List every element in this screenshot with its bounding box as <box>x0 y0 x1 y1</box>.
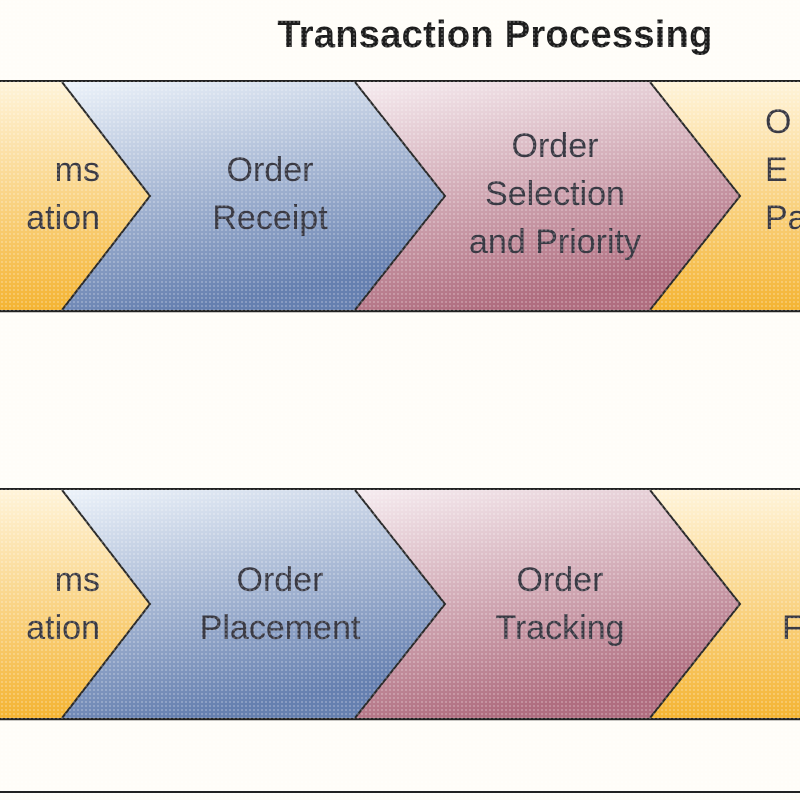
chevron-step-3 <box>355 490 740 718</box>
chevron-step-1 <box>0 490 150 718</box>
chevron-step-4 <box>650 490 800 718</box>
chevron-step-4 <box>650 82 800 310</box>
chevron-step-2 <box>62 82 445 310</box>
chevron-step-1 <box>0 82 150 310</box>
chevron-step-3 <box>355 82 740 310</box>
diagram-title: Transaction Processing <box>277 14 713 56</box>
chevron-step-2 <box>62 490 445 718</box>
step-label: F <box>782 609 800 647</box>
row-2-chevrons <box>0 488 800 721</box>
row-1-chevrons <box>0 80 800 313</box>
bottom-rule <box>0 791 800 793</box>
